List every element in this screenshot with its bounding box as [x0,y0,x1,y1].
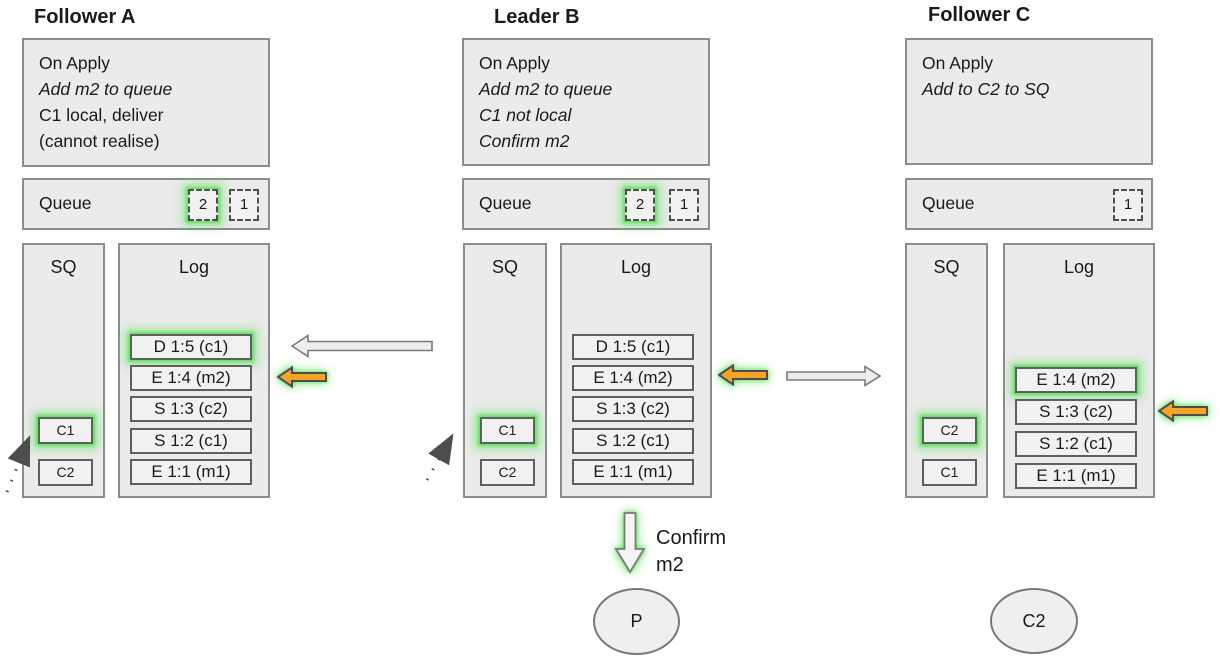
process-node-c2: C2 [990,588,1078,654]
sq-header-b: SQ [491,257,518,277]
queue-label-c: Queue [922,193,975,213]
sq-pointer-a-icon [5,435,31,493]
node-title-leader-b: Leader B [494,6,580,28]
process-node-c2-label: C2 [1022,610,1046,631]
node-title-follower-c: Follower C [928,4,1031,26]
queue-label-a: Queue [39,193,92,213]
on-apply-box-b: On Apply Add m2 to queue C1 not local Co… [462,38,710,166]
apply-pointer-b-icon [718,364,768,386]
log-header-b: Log [620,257,652,277]
log-entry: E 1:1 (m1) [1015,463,1137,489]
log-entry: S 1:2 (c1) [1015,431,1137,457]
confirm-label: Confirm m2 [656,525,726,579]
on-apply-a-line4: (cannot realise) [39,131,160,151]
on-apply-c-line2: Add to C2 to SQ [922,79,1050,99]
log-box-c: Log E 1:4 (m2) S 1:3 (c2) S 1:2 (c1) E 1… [1003,243,1155,498]
on-apply-a-line3: C1 local, deliver [39,105,164,125]
log-box-b: Log D 1:5 (c1) E 1:4 (m2) S 1:3 (c2) S 1… [560,243,712,498]
sq-item-c-c2: C2 [922,417,977,444]
replicate-arrow-b-to-c-icon [786,365,881,387]
apply-pointer-a-icon [277,366,327,388]
queue-box-b: Queue 2 1 [462,178,710,230]
on-apply-box-c: On Apply Add to C2 to SQ [905,38,1153,165]
on-apply-a-line1: On Apply [39,53,111,73]
log-entry: S 1:3 (c2) [130,396,252,422]
on-apply-a-line2: Add m2 to queue [39,79,173,99]
on-apply-c-line1: On Apply [922,53,994,73]
sq-header-c: SQ [933,257,960,277]
on-apply-b-line1: On Apply [479,53,551,73]
log-entry: E 1:1 (m1) [130,459,252,485]
log-entry: S 1:3 (c2) [572,396,694,422]
log-entry: D 1:5 (c1) [130,334,252,360]
sq-box-b: SQ C1 C2 [463,243,547,498]
process-node-p: P [593,588,680,655]
on-apply-b-line2: Add m2 to queue [479,79,613,99]
on-apply-box-a: On Apply Add m2 to queue C1 local, deliv… [22,38,270,167]
sq-item-b-c1: C1 [480,417,535,444]
process-node-p-label: P [630,611,643,631]
replicate-arrow-b-to-a-icon [291,334,433,358]
apply-pointer-c-icon [1158,400,1208,422]
queue-box-c: Queue 1 [905,178,1153,230]
on-apply-b-line4: Confirm m2 [479,131,570,151]
sq-item-b-c2: C2 [480,459,535,486]
confirm-label-line1: Confirm [656,527,727,549]
log-entry: S 1:2 (c1) [572,428,694,454]
queue-chip-b-2: 2 [625,189,655,221]
sq-header-a: SQ [50,257,77,277]
sq-box-a: SQ C1 C2 [22,243,105,498]
queue-chip-c-1: 1 [1113,189,1143,221]
confirm-arrow-down-icon [614,512,646,574]
queue-box-a: Queue 2 1 [22,178,270,230]
log-header-a: Log [178,257,210,277]
log-entry: E 1:4 (m2) [572,365,694,391]
sq-item-a-c2: C2 [38,459,93,486]
sq-pointer-b-icon [425,433,454,481]
log-entry: E 1:4 (m2) [1015,367,1137,393]
sq-item-a-c1: C1 [38,417,93,444]
queue-chip-b-1: 1 [669,189,699,221]
queue-label-b: Queue [479,193,532,213]
log-header-c: Log [1063,257,1095,277]
sq-box-c: SQ C2 C1 [905,243,988,498]
node-title-follower-a: Follower A [34,6,136,28]
log-entry: E 1:4 (m2) [130,365,252,391]
sq-item-c-c1: C1 [922,459,977,486]
confirm-label-line2: m2 [656,554,684,576]
queue-chip-a-1: 1 [229,189,259,221]
log-entry: S 1:3 (c2) [1015,399,1137,425]
on-apply-b-line3: C1 not local [479,105,572,125]
log-entry: S 1:2 (c1) [130,428,252,454]
log-box-a: Log D 1:5 (c1) E 1:4 (m2) S 1:3 (c2) S 1… [118,243,270,498]
queue-chip-a-2: 2 [188,189,218,221]
log-entry: E 1:1 (m1) [572,459,694,485]
log-entry: D 1:5 (c1) [572,334,694,360]
